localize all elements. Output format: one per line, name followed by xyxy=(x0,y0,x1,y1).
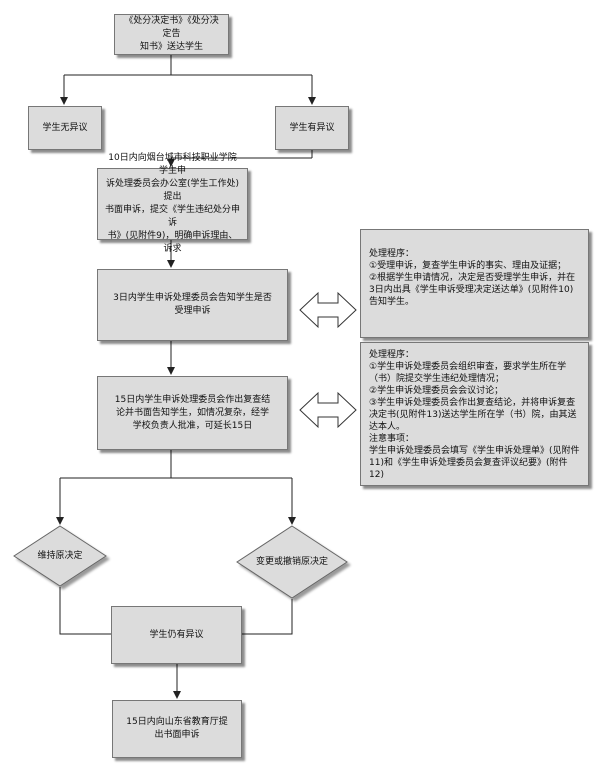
note-line: ①受理申诉，复查学生申诉的事实、理由及证据； xyxy=(369,261,567,271)
note-line: ③学生申诉处理委员会作出复查结论，并将申诉复查决定书(见附件13)送达学生所在学… xyxy=(369,398,577,432)
note-line: 学生申诉处理委员会填写《学生申诉处理单》(见附件11)和《学生申诉处理委员会复查… xyxy=(369,446,580,480)
double-arrow-icon xyxy=(299,391,357,429)
connector-objection-appeal xyxy=(167,150,313,167)
connector-notify-split xyxy=(60,55,316,105)
decision-diamond-change xyxy=(236,525,348,599)
node-has-objection: 学生有异议 xyxy=(275,106,349,150)
note-line: 注意事项： xyxy=(369,434,415,444)
note-line: 处理程序： xyxy=(369,350,415,360)
node-province-appeal: 15日内向山东省教育厅提 出书面申诉 xyxy=(112,700,242,758)
note-procedure-acceptance: 处理程序： ①受理申诉，复查学生申诉的事实、理由及证据； ②根据学生申请情况，决… xyxy=(360,229,589,338)
decision-label-maintain: 维持原决定 xyxy=(37,551,83,561)
note-line: ②根据学生申请情况，决定是否受理学生申诉，并在3日内出具《学生申诉受理决定送达单… xyxy=(369,273,576,307)
node-written-appeal: 10日内向烟台城市科技职业学院学生申 诉处理委员会办公室(学生工作处)提出 书面… xyxy=(97,153,248,254)
note-procedure-review: 处理程序： ①学生申诉处理委员会组织审查，要求学生所在学（书）院提交学生违纪处理… xyxy=(360,342,589,486)
node-inform-acceptance: 3日内学生申诉处理委员会告知学生是否 受理申诉 xyxy=(97,269,288,341)
node-notify-student: 《处分决定书》《处分决定告 知书》送达学生 xyxy=(114,14,229,55)
connector-decisions-still-objection xyxy=(59,587,293,635)
connector-review-decisions xyxy=(56,450,296,525)
double-arrow-icon xyxy=(299,291,357,329)
decision-label-change: 变更或撤销原决定 xyxy=(255,557,328,567)
node-review-conclusion: 15日内学生申诉处理委员会作出复查结 论并书面告知学生，如情况复杂，经学 学校负… xyxy=(97,376,288,450)
note-line: ①学生申诉处理委员会组织审查，要求学生所在学（书）院提交学生违纪处理情况； xyxy=(369,362,567,384)
note-line: ②学生申诉处理委员会会议讨论； xyxy=(369,386,504,396)
decision-diamond-maintain xyxy=(13,525,107,587)
node-no-objection: 学生无异议 xyxy=(28,106,102,150)
node-still-objection: 学生仍有异议 xyxy=(111,606,242,664)
note-line: 处理程序： xyxy=(369,249,415,259)
